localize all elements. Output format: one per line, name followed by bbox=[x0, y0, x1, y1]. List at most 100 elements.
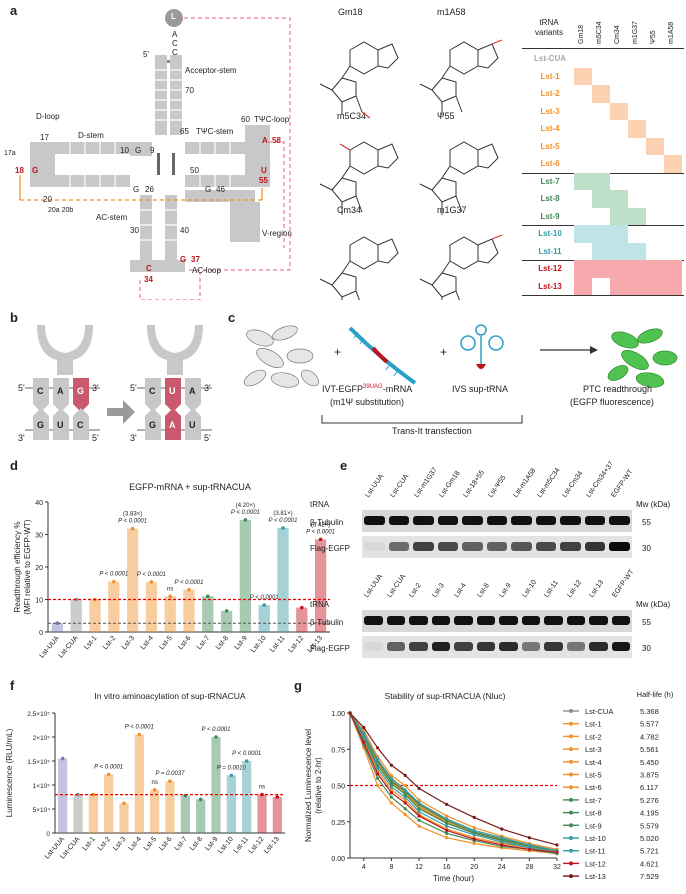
blot-flag-band bbox=[611, 642, 630, 651]
table-row-name: Lst-1 bbox=[540, 71, 560, 81]
trna-pos-46: 46 bbox=[216, 185, 225, 194]
blot-lane-label: Lst-3 bbox=[431, 582, 446, 599]
chart-f-point bbox=[106, 772, 111, 777]
table-cell-marked bbox=[628, 242, 646, 260]
chart-g-point bbox=[376, 783, 380, 788]
mod-label-m5C34: m5C34 bbox=[337, 111, 367, 121]
blot-lane-label: Lst-18+55 bbox=[462, 469, 487, 499]
chart-g-series-line bbox=[349, 712, 558, 852]
blot-lane-label: Lst-10 bbox=[521, 579, 538, 599]
blot-tubulin-band bbox=[544, 616, 563, 625]
table-rule bbox=[522, 48, 684, 49]
chart-f-bar bbox=[88, 794, 98, 833]
blot-tubulin-band bbox=[511, 516, 532, 525]
table-cell-marked bbox=[574, 172, 592, 190]
chart-g-legend-halflife: 5.561 bbox=[640, 745, 659, 754]
blot-flag-band bbox=[486, 542, 508, 551]
chart-g-point bbox=[417, 798, 421, 802]
blot-tubulin-band bbox=[388, 516, 410, 525]
blot-flag-band bbox=[609, 542, 630, 551]
table-cell-marked bbox=[628, 277, 646, 295]
table-row-name: Lst-4 bbox=[540, 124, 560, 133]
table-cell-marked bbox=[664, 277, 682, 295]
chart-f-xtick-label: Lst-6 bbox=[158, 836, 173, 853]
chart-d-bar bbox=[277, 528, 289, 632]
chart-d-ylabel-2: (MFI relative to EGFP-WT) bbox=[23, 519, 32, 614]
table-cell-marked bbox=[592, 85, 610, 103]
blot-tubulin-band bbox=[566, 616, 585, 625]
blot-tubulin-band bbox=[431, 616, 450, 625]
chart-d-bar bbox=[108, 581, 120, 632]
table-col-header: m5C34 bbox=[596, 21, 603, 44]
chart-g-legend-halflife: 5.020 bbox=[640, 834, 659, 843]
blot-lane-label: Lst-8 bbox=[476, 582, 491, 599]
chart-f-annotation: P = 0.0037 bbox=[156, 771, 186, 777]
table-cell-marked bbox=[628, 120, 646, 138]
chart-d-bar bbox=[89, 599, 101, 632]
chart-g-point bbox=[500, 840, 504, 844]
chart-f-bar bbox=[150, 789, 160, 833]
chart-g-legend-label: Lst-10 bbox=[585, 834, 606, 843]
vregion-label: V-region bbox=[262, 229, 292, 238]
trna-pos-30: 30 bbox=[130, 226, 139, 235]
trna-pos-10: 10 bbox=[120, 146, 129, 155]
chart-g-xtick-label: 12 bbox=[415, 864, 423, 871]
chart-g-point bbox=[500, 836, 504, 840]
chart-g-point bbox=[362, 736, 366, 740]
table-cell-marked bbox=[592, 242, 610, 260]
chart-g-point bbox=[376, 772, 380, 776]
chart-g-xtick-label: 28 bbox=[526, 864, 534, 871]
blot-tubulin-band bbox=[364, 616, 383, 625]
chart-g-point bbox=[389, 801, 393, 805]
table-row-name: Lst-7 bbox=[540, 176, 560, 186]
chart-g-xtick-label: 32 bbox=[553, 864, 561, 871]
b-anticodon-1: G bbox=[37, 420, 45, 430]
ptc-label: PTC readthrough bbox=[583, 384, 653, 394]
table-col-header: Ψ55 bbox=[650, 30, 657, 44]
table-cell-marked bbox=[592, 260, 610, 278]
chart-d-title: EGFP-mRNA + sup-tRNACUA bbox=[129, 482, 251, 492]
chart-f-ytick-label: 0 bbox=[46, 831, 50, 838]
b2-top-5p: 5' bbox=[130, 383, 137, 393]
ivs-trna-label: IVS sup-tRNA bbox=[452, 384, 509, 394]
table-row-name: Lst-13 bbox=[538, 281, 562, 291]
chart-g-point bbox=[445, 836, 449, 840]
chart-g-legend-halflife: 5.579 bbox=[640, 821, 659, 830]
chart-d-xtick-label: Lst-1 bbox=[83, 635, 98, 652]
blot-flag-membrane bbox=[362, 636, 632, 658]
chart-f-xtick-label: Lst-7 bbox=[173, 836, 188, 853]
chart-g-point bbox=[376, 746, 380, 750]
table-rule bbox=[522, 295, 684, 296]
trna-G37: G bbox=[180, 255, 187, 264]
blot-lane-label: Lst-m1G37 bbox=[413, 466, 440, 499]
panel-label-g: g bbox=[294, 678, 302, 693]
blot-tubulin-band bbox=[413, 516, 434, 525]
chart-g-legend-label: Lst-CUA bbox=[585, 707, 613, 716]
blot-lane-label: Lst-CUA bbox=[389, 473, 410, 499]
blot-flag-band bbox=[431, 642, 450, 651]
mod-label-m1G37: m1G37 bbox=[437, 205, 467, 215]
blot-tubulin-band bbox=[386, 616, 405, 625]
chart-g-point bbox=[417, 814, 421, 818]
codon-anticodon-diagram bbox=[25, 325, 212, 440]
blot-flag-band bbox=[544, 642, 563, 651]
chart-f-point bbox=[244, 759, 249, 763]
chart-d-point bbox=[224, 609, 229, 613]
table-header-variants: tRNA variants bbox=[534, 18, 563, 37]
chart-g-legend-marker bbox=[569, 759, 573, 764]
chart-g-point bbox=[555, 850, 559, 854]
chart-g-series-line bbox=[349, 712, 558, 852]
blot-flag-label: Flag-EGFP bbox=[310, 544, 351, 553]
chart-d-ytick-label: 30 bbox=[35, 533, 43, 540]
table-row-name: Lst-2 bbox=[540, 89, 560, 98]
b-top-5p: 5' bbox=[18, 383, 25, 393]
chart-g-legend-halflife: 5.276 bbox=[640, 796, 659, 805]
blot-flag-label: Flag-EGFP bbox=[310, 644, 351, 653]
b-codon-3: G bbox=[77, 386, 85, 396]
chart-d-point bbox=[130, 526, 135, 531]
table-row-name: Lst-5 bbox=[540, 141, 560, 151]
chart-f-xtick-label: Lst-8 bbox=[189, 836, 204, 853]
chart-d-ytick-label: 40 bbox=[35, 500, 43, 507]
trna-L-node bbox=[165, 9, 183, 27]
chart-g-point bbox=[403, 788, 407, 792]
